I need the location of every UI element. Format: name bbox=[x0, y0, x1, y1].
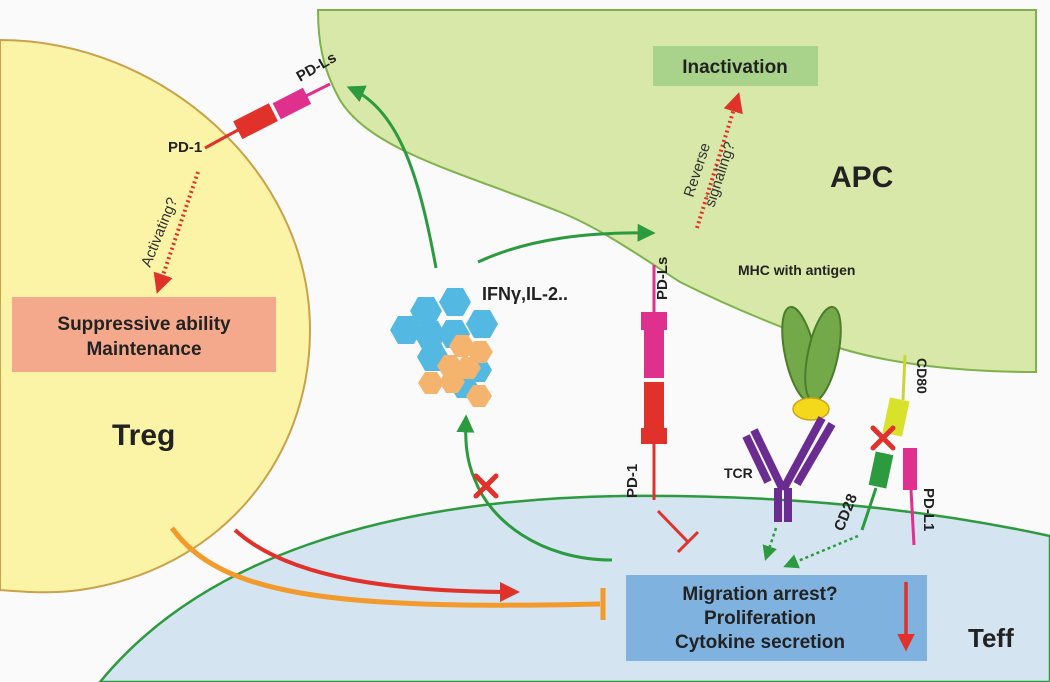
cytokines-label: IFNγ,IL-2.. bbox=[482, 284, 568, 304]
activating-arrow bbox=[153, 171, 200, 294]
suppressive-line2: Maintenance bbox=[86, 339, 201, 360]
effect-line1: Migration arrest? bbox=[682, 584, 837, 605]
effect-line2: Proliferation bbox=[704, 608, 816, 629]
tcr-receptor bbox=[742, 416, 836, 522]
tcr-label: TCR bbox=[724, 465, 753, 481]
cytokine-hexagon bbox=[410, 297, 442, 325]
treg-inhibition-arrow bbox=[169, 526, 601, 608]
cytokine-hexagon bbox=[466, 310, 498, 338]
cd80-label: CD80 bbox=[914, 358, 930, 394]
inactivation-label: Inactivation bbox=[682, 57, 788, 78]
pd1-inhibition-bar bbox=[656, 509, 700, 554]
pdls-ligand-body bbox=[644, 330, 664, 378]
tcr-signal-arrow bbox=[762, 527, 778, 561]
mhc-label: MHC with antigen bbox=[738, 262, 855, 278]
cd28-receptor bbox=[860, 451, 894, 531]
cytokine-hexagon bbox=[466, 385, 492, 407]
cd28-signal-arrow bbox=[783, 534, 859, 569]
reverse-signaling-arrow bbox=[695, 92, 743, 229]
pd1-receptor-head bbox=[644, 382, 664, 428]
treg-pdls-ligand bbox=[272, 87, 312, 120]
cytokine-hexagon bbox=[418, 372, 444, 394]
pdl1-label: PD-L1 bbox=[920, 488, 937, 531]
treg-stimulation-arrow bbox=[233, 528, 520, 602]
treg-label: Treg bbox=[112, 419, 175, 452]
cytokine-hexagon bbox=[455, 357, 481, 379]
treg-pd1-receptor bbox=[233, 103, 278, 140]
cytokine-hexagon bbox=[439, 288, 471, 316]
cytokine-to-treg-pdls-arrow bbox=[346, 85, 438, 269]
pdls-ligand bbox=[641, 312, 667, 330]
teff-to-cytokine-arrow bbox=[456, 414, 613, 562]
treg-pd1-label: PD-1 bbox=[168, 139, 202, 156]
pd1-receptor bbox=[641, 428, 667, 444]
cytokine-hexagon bbox=[390, 316, 422, 344]
cd80-block-x-icon bbox=[870, 425, 896, 451]
cytokine-cluster bbox=[390, 288, 498, 407]
apc-label: APC bbox=[830, 161, 893, 194]
cytokine-hexagon bbox=[439, 371, 465, 393]
pd1-pdls-vertical-pair bbox=[641, 265, 667, 500]
teff-effect-box bbox=[626, 575, 927, 661]
suppressive-line1: Suppressive ability bbox=[57, 314, 231, 335]
teff-label: Teff bbox=[968, 623, 1014, 653]
suppressive-box bbox=[12, 297, 276, 372]
cytokine-to-apc-pdls-arrow bbox=[477, 223, 656, 264]
pdl1-ligand bbox=[903, 448, 917, 546]
teff-pd1-label: PD-1 bbox=[624, 464, 641, 498]
apc-cell bbox=[316, 9, 1037, 374]
cytokine-hexagon bbox=[414, 321, 446, 349]
antigen bbox=[792, 397, 830, 421]
treg-pd1-pdls-pair bbox=[204, 82, 331, 150]
inactivation-box bbox=[653, 46, 818, 86]
mhc-complex bbox=[781, 305, 842, 421]
cytokine-block-x-icon bbox=[473, 473, 499, 499]
apc-pdls-label: PD-Ls bbox=[654, 257, 671, 300]
effect-line3: Cytokine secretion bbox=[675, 632, 845, 653]
cd80-ligand bbox=[882, 354, 910, 437]
